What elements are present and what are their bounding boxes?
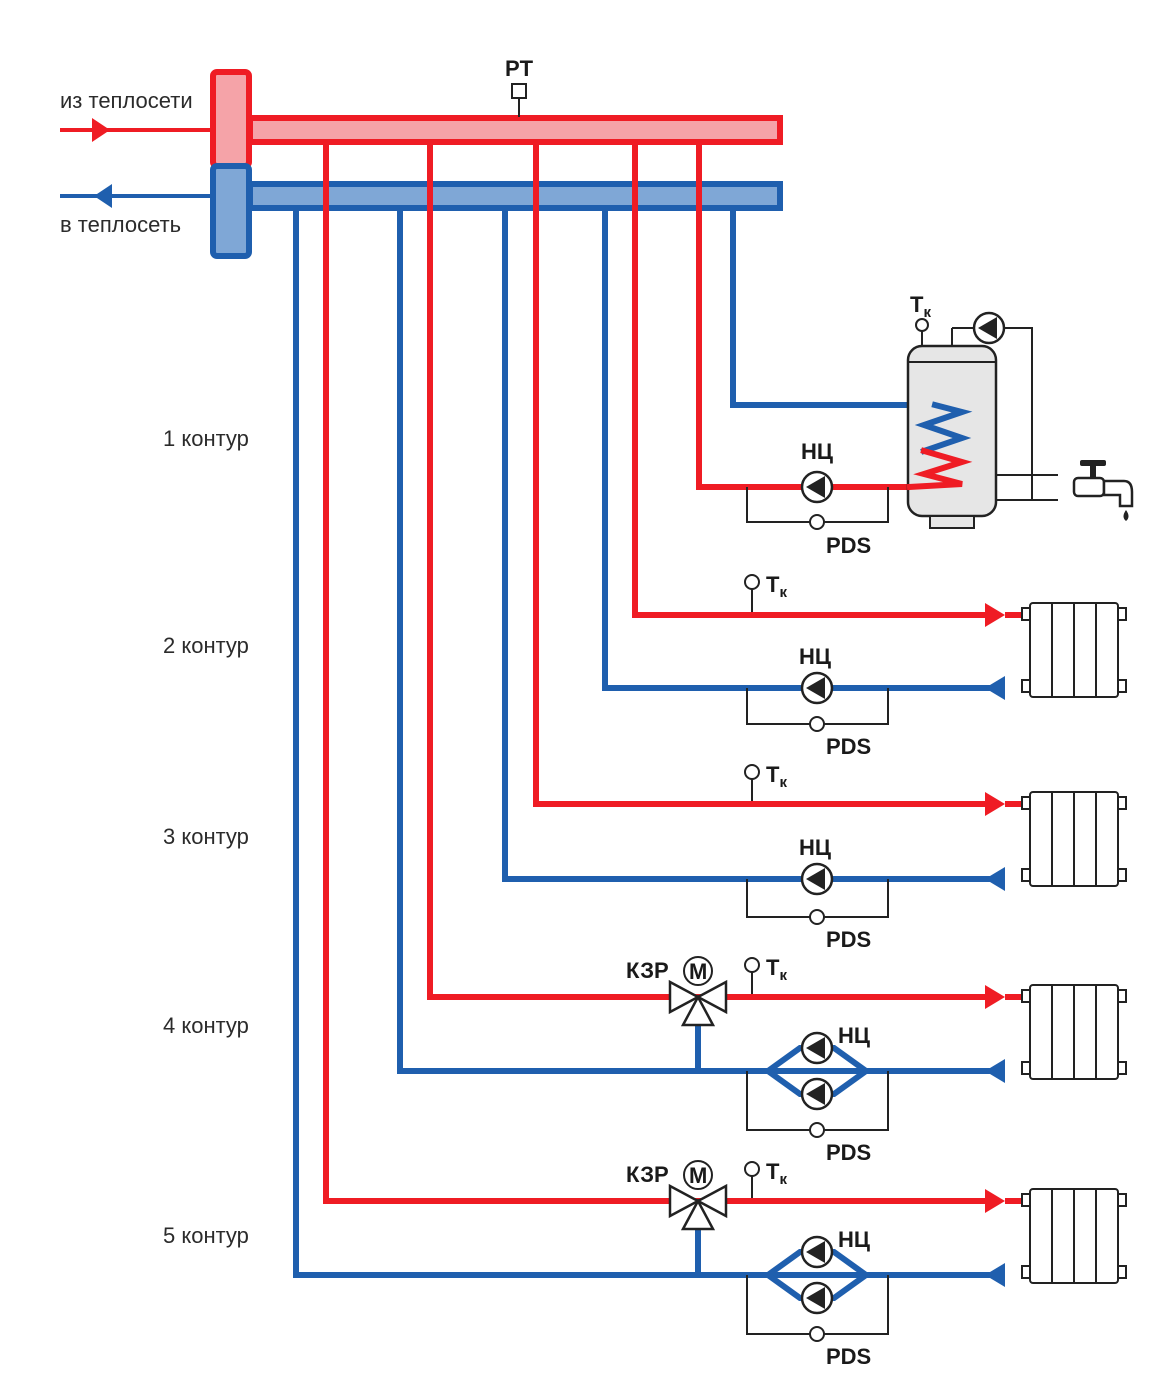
c1-pump-icon [800, 470, 834, 504]
svg-text:Tк: Tк [766, 762, 787, 791]
faucet-icon [1072, 460, 1134, 521]
c1-pds-label: PDS [826, 533, 871, 558]
circuit-1-label: 1 контур [163, 426, 249, 451]
c4-return-pipe [397, 208, 1003, 1074]
c5-dual-pump-group: PDS НЦ [746, 1227, 889, 1369]
tk-sensor-tank: Tк [910, 292, 931, 346]
c4-three-way-valve-icon [668, 980, 728, 1027]
svg-text:КЗР: КЗР [626, 1162, 669, 1187]
c3-return-pipe [502, 208, 1003, 882]
c3-pump-group: PDS НЦ [746, 835, 889, 952]
circuit-5-label: 5 контур [163, 1223, 249, 1248]
c5-tk-sensor: Tк [744, 1159, 787, 1198]
svg-text:PDS: PDS [826, 734, 871, 759]
radiator-5 [1021, 1188, 1127, 1284]
c1-pump-group: PDS НЦ [746, 439, 889, 558]
c3-pump-icon [800, 862, 834, 896]
c3-supply-pipe [533, 142, 993, 807]
c2-return-pipe [602, 208, 1003, 691]
supply-header [210, 69, 783, 169]
radiator-4 [1021, 984, 1127, 1080]
c1-supply-pipe [696, 142, 913, 490]
svg-text:НЦ: НЦ [799, 835, 831, 860]
pressure-sensor: PT [505, 56, 534, 117]
circuit-3-label: 3 контур [163, 824, 249, 849]
return-header [210, 163, 783, 259]
svg-text:PDS: PDS [826, 1344, 871, 1369]
c4-tk-sensor: Tк [744, 955, 787, 994]
svg-text:НЦ: НЦ [838, 1227, 870, 1252]
c2-supply-pipe [632, 142, 993, 618]
svg-text:Tк: Tк [910, 292, 931, 321]
c5-pump-b-icon [800, 1281, 834, 1315]
pt-label: PT [505, 56, 534, 81]
circuit-2-label: 2 контур [163, 633, 249, 658]
return-out-label: в теплосеть [60, 212, 181, 237]
c5-valve-motor: M КЗР [626, 1160, 713, 1190]
c4-pump-b-icon [800, 1077, 834, 1111]
c4-dual-pump-group: PDS НЦ [746, 1023, 889, 1165]
return-outlet-arrow [60, 184, 212, 208]
flow-arrows [985, 603, 1022, 1287]
c2-tk-sensor: Tк [744, 572, 787, 612]
c4-pump-a-icon [800, 1031, 834, 1065]
c4-valve-motor: M КЗР [626, 956, 713, 986]
c5-supply-pipe [323, 142, 993, 1204]
radiator-3 [1021, 791, 1127, 887]
c4-supply-pipe [427, 142, 993, 1000]
supply-in-label: из теплосети [60, 88, 193, 113]
supply-inlet-arrow [60, 118, 212, 142]
svg-text:PDS: PDS [826, 1140, 871, 1165]
svg-text:НЦ: НЦ [799, 644, 831, 669]
svg-text:НЦ: НЦ [838, 1023, 870, 1048]
radiator-2 [1021, 602, 1127, 698]
svg-text:M: M [689, 959, 707, 984]
svg-text:PDS: PDS [826, 927, 871, 952]
c2-pump-icon [800, 671, 834, 705]
dhw-recirculation-pump-icon [972, 311, 1006, 345]
svg-text:Tк: Tк [766, 1159, 787, 1188]
c5-three-way-valve-icon [668, 1184, 728, 1231]
c2-pump-group: PDS НЦ [746, 644, 889, 759]
c1-return-pipe [730, 208, 938, 408]
c5-pump-a-icon [800, 1235, 834, 1269]
svg-text:Tк: Tк [766, 955, 787, 984]
c3-tk-sensor: Tк [744, 762, 787, 801]
c1-pump-label: НЦ [801, 439, 833, 464]
svg-text:M: M [689, 1163, 707, 1188]
dhw-tank [906, 327, 1058, 529]
circuit-4-label: 4 контур [163, 1013, 249, 1038]
svg-text:Tк: Tк [766, 572, 787, 601]
svg-text:КЗР: КЗР [626, 958, 669, 983]
